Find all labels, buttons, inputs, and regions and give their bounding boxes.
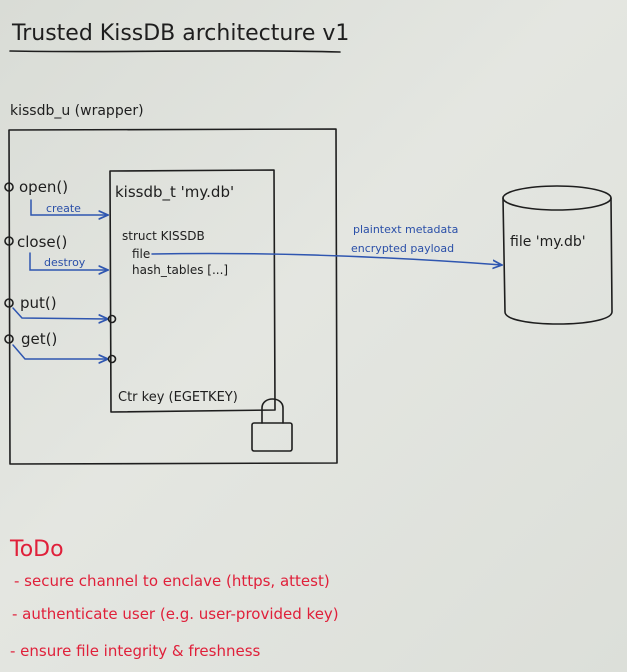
function-close-label: close()	[17, 233, 67, 251]
struct-label: struct KISSDB	[122, 229, 205, 243]
wrapper-label: kissdb_u (wrapper)	[10, 103, 144, 119]
arrow-put	[12, 307, 108, 319]
enclave-label: kissdb_t 'my.db'	[115, 183, 234, 202]
todo-item-3: - ensure file integrity & freshness	[10, 642, 261, 660]
storage-cylinder	[502, 185, 613, 325]
title-underline	[9, 50, 341, 53]
diagram-title: Trusted KissDB architecture v1	[11, 21, 349, 46]
padlock-icon	[251, 398, 293, 452]
todo-heading: ToDo	[9, 537, 64, 562]
field-file: file	[132, 247, 150, 261]
wrapper-box	[8, 128, 338, 465]
arrow-file-to-storage	[151, 252, 502, 265]
arrow-get	[12, 344, 108, 359]
port-put	[4, 298, 14, 308]
enclave-port-put	[107, 314, 117, 324]
enclave-box	[109, 169, 276, 413]
function-put-label: put()	[20, 294, 57, 312]
arrow-open	[30, 199, 108, 215]
link-label-payload: encrypted payload	[351, 242, 454, 255]
note-destroy: destroy	[44, 256, 86, 269]
port-open	[4, 182, 14, 192]
storage-label: file 'my.db'	[510, 234, 586, 250]
function-get-label: get()	[21, 330, 57, 348]
todo-item-2: - authenticate user (e.g. user-provided …	[12, 605, 339, 623]
field-hash-tables: hash_tables [...]	[132, 263, 228, 277]
port-get	[4, 334, 14, 344]
function-open-label: open()	[19, 178, 68, 196]
enclave-key-label: Ctr key (EGETKEY)	[118, 390, 238, 405]
note-create: create	[46, 202, 81, 215]
enclave-port-get	[107, 354, 117, 364]
arrow-close	[29, 252, 108, 270]
todo-item-1: - secure channel to enclave (https, atte…	[14, 572, 330, 590]
port-close	[4, 236, 14, 246]
link-label-metadata: plaintext metadata	[353, 223, 458, 236]
